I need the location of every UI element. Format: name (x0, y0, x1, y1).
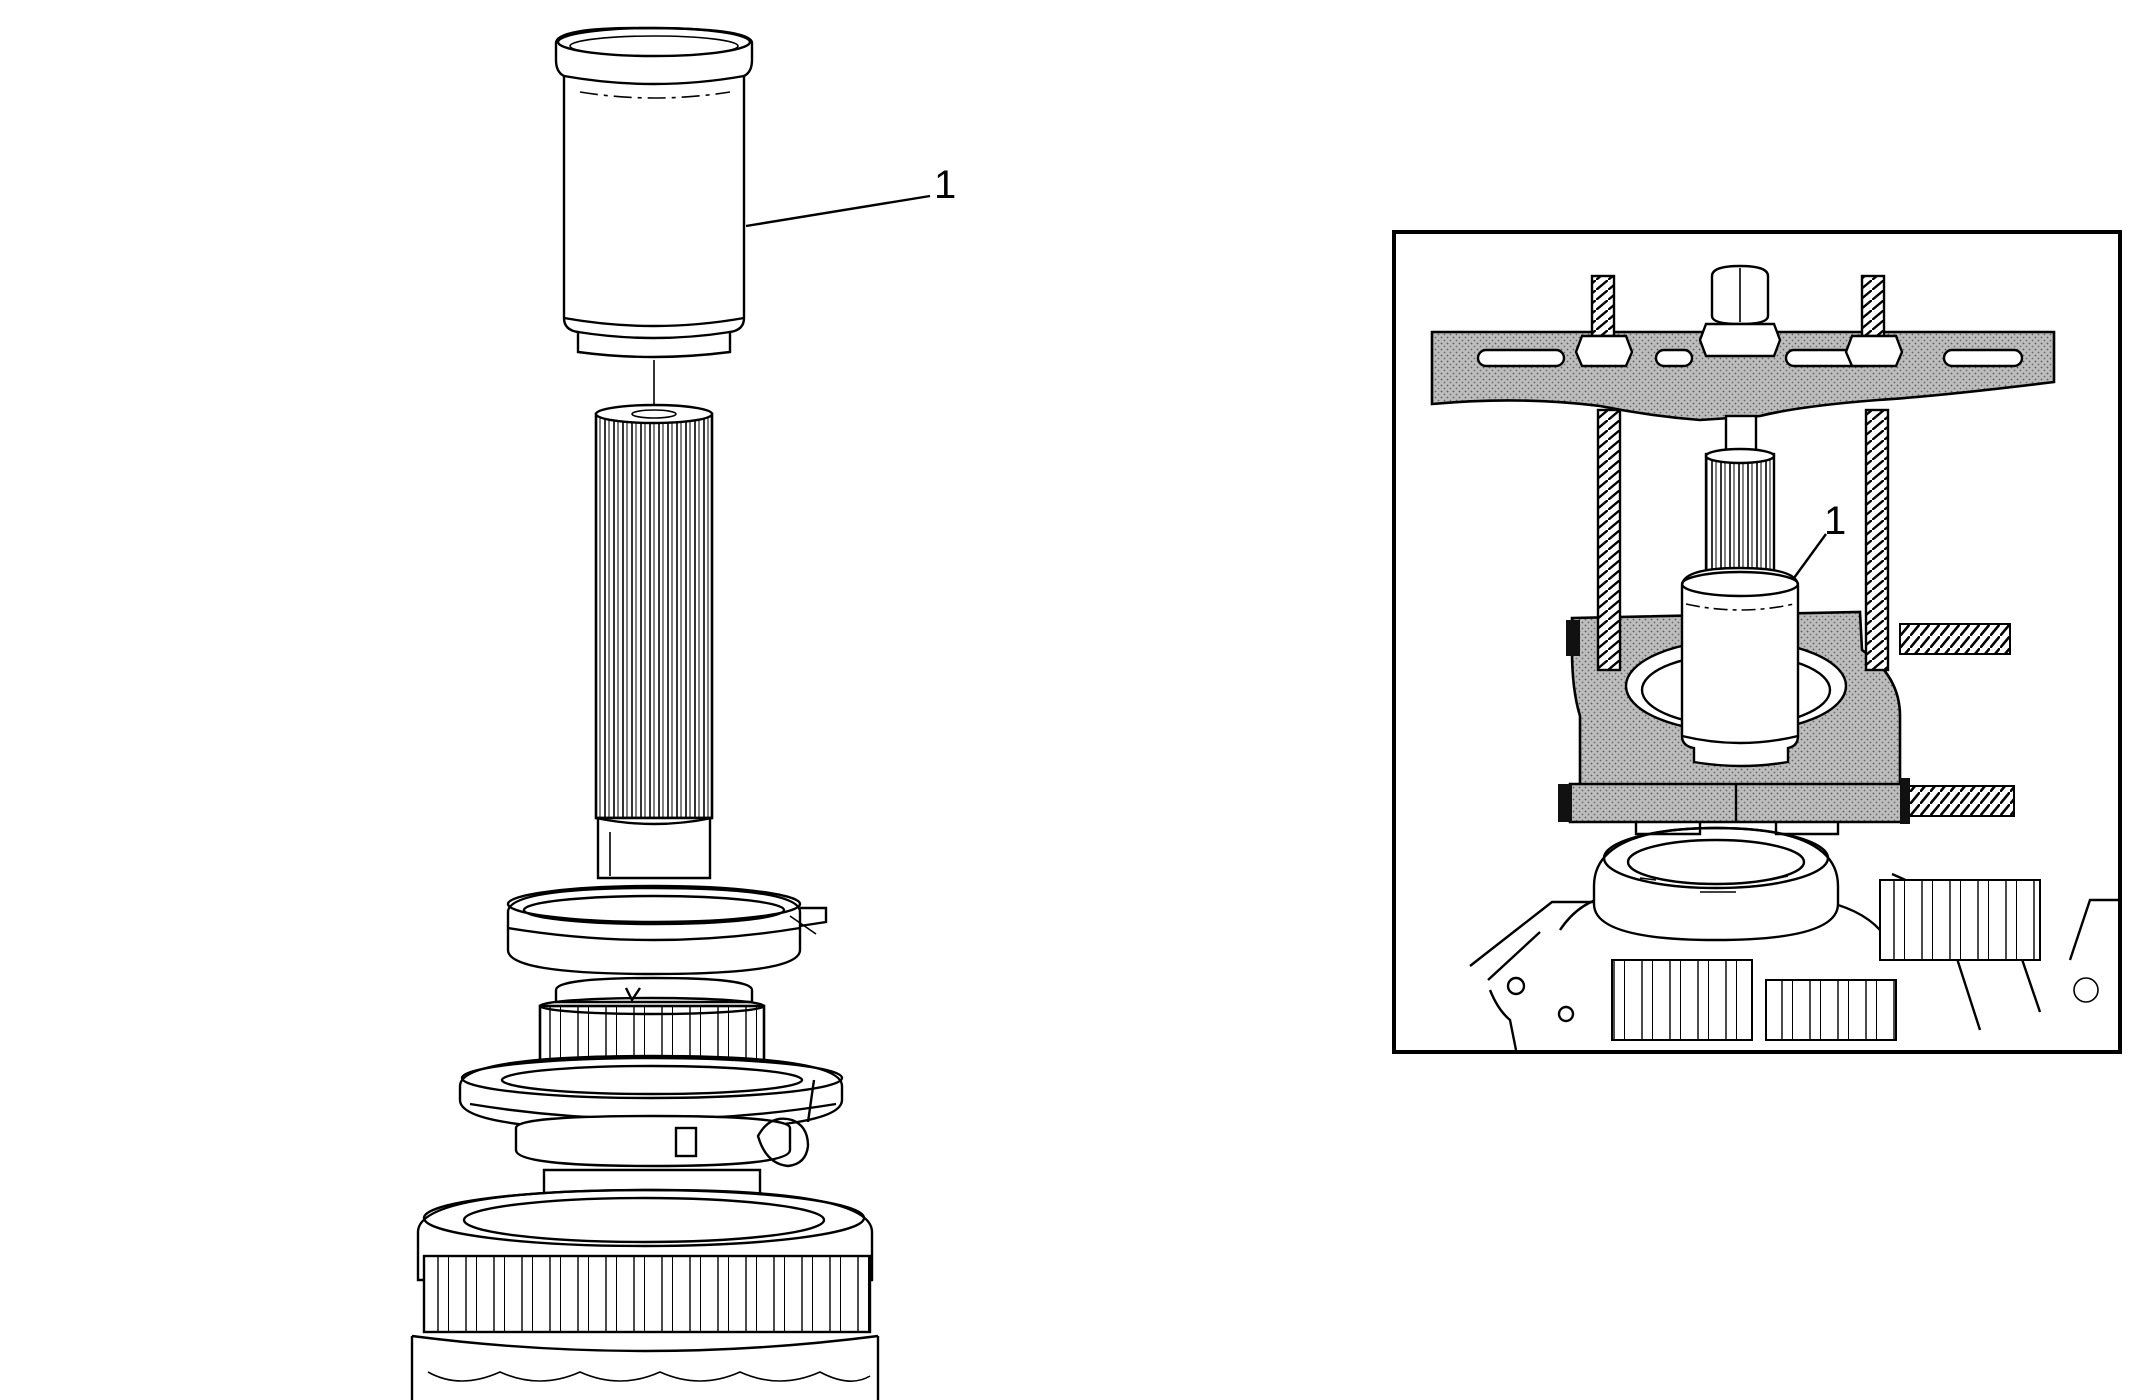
clutch-drum (1592, 826, 1840, 942)
threaded-rod-left (1574, 274, 1634, 672)
inset-callout-1: 1 (1793, 499, 1846, 579)
installer-tool (554, 26, 754, 412)
inset-panel: 1 (1392, 230, 2122, 1054)
input-shaft (594, 403, 714, 880)
callout-1-label: 1 (934, 163, 956, 207)
gear-teeth (422, 1254, 872, 1334)
callout-1: 1 (745, 163, 956, 228)
inset-callout-1-label: 1 (1824, 499, 1846, 543)
clutch-plate (458, 1054, 844, 1168)
inset-installer-tool (1680, 566, 1800, 768)
inset-input-shaft (1704, 447, 1776, 586)
ring-gear (410, 1188, 880, 1400)
forcing-screw (1698, 264, 1782, 458)
main-illustration: 1 (410, 26, 956, 1400)
hub-bearing (554, 976, 754, 1004)
threaded-rod-right (1844, 274, 1904, 672)
seal-ring (506, 884, 828, 976)
